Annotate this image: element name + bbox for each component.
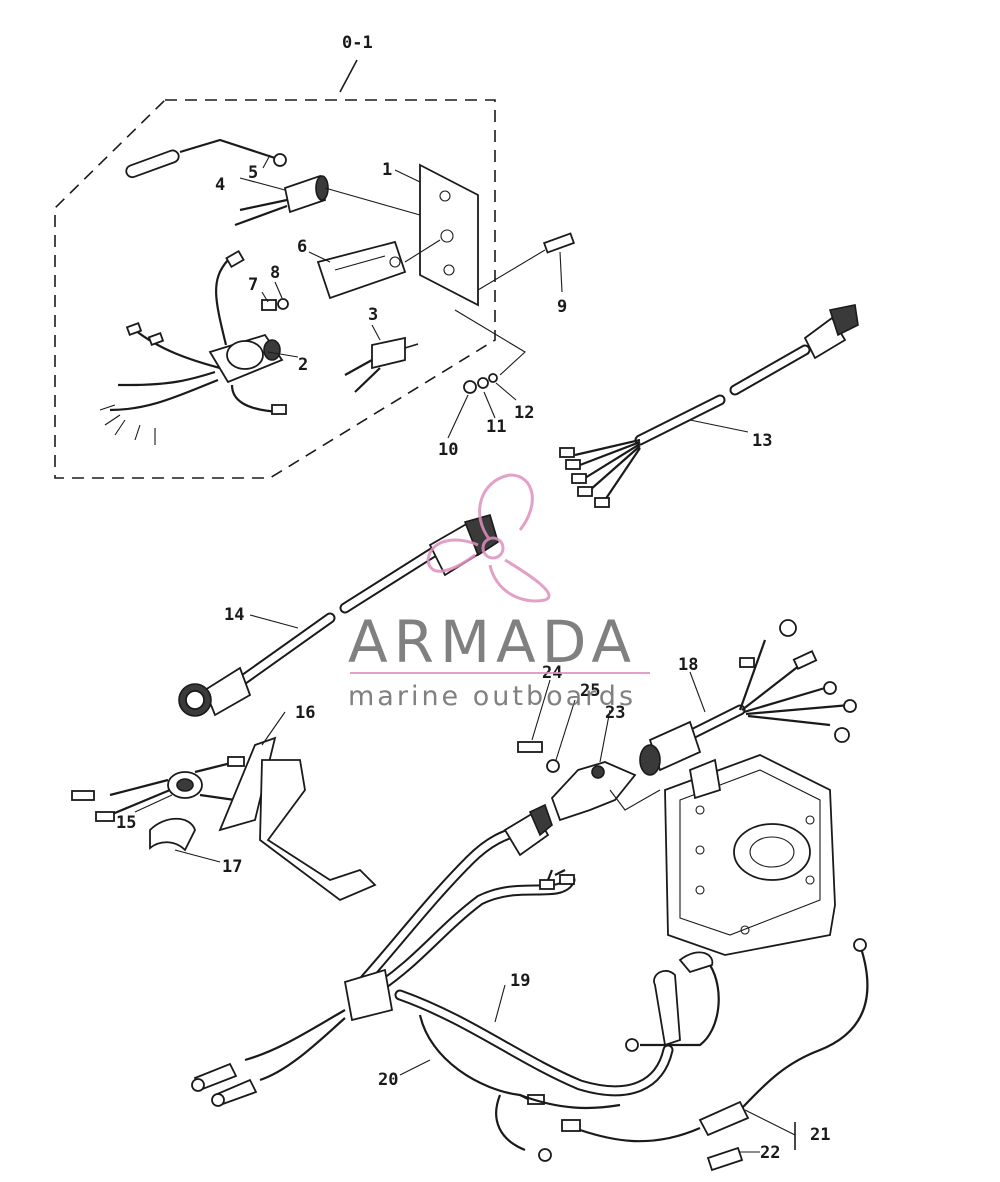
callout-8: 8 <box>270 263 280 283</box>
callout-21: 21 <box>810 1125 830 1145</box>
callout-11: 11 <box>486 417 506 437</box>
part-16-bracket <box>218 711 377 902</box>
callout-18: 18 <box>678 655 698 675</box>
part-7-screw <box>261 299 277 311</box>
part-20-ground-leads <box>191 1009 621 1162</box>
fastener-leader <box>454 309 526 376</box>
callout-13: 13 <box>752 431 772 451</box>
callout-17: 17 <box>222 857 242 877</box>
part-17-clip <box>149 817 221 863</box>
callout-6: 6 <box>297 237 307 257</box>
part-9-bolt <box>477 232 576 291</box>
callout-9: 9 <box>557 297 567 317</box>
watermark-tagline: marine outboards <box>348 681 636 712</box>
part-23-lever <box>550 709 637 822</box>
callout-19: 19 <box>510 971 530 991</box>
part-22-fuse <box>706 1146 744 1172</box>
part-5-lead-wire <box>125 138 287 179</box>
callout-20: 20 <box>378 1070 398 1090</box>
part-3-toggle-switch <box>344 336 419 393</box>
part-21-fuse-lead <box>561 938 869 1143</box>
part-11-washer <box>477 377 489 389</box>
callout-23: 23 <box>605 703 625 723</box>
callout-10: 10 <box>438 440 458 460</box>
engine-cover <box>664 754 836 956</box>
callout-1: 1 <box>382 160 392 180</box>
part-1-mounting-plate <box>394 163 479 307</box>
part-4-indicator <box>234 174 421 227</box>
callout-14: 14 <box>224 605 244 625</box>
callout-12: 12 <box>514 403 534 423</box>
callout-16: 16 <box>295 703 315 723</box>
part-25-washer <box>546 699 576 773</box>
watermark: ARMADA marine outboards <box>348 473 650 712</box>
part-10-nut <box>463 380 477 394</box>
callout-25: 25 <box>580 681 600 701</box>
part-2-main-switch <box>99 249 287 445</box>
part-15-stop-switch <box>71 756 245 822</box>
group-label: 0-1 <box>342 33 373 53</box>
part-14-main-cable <box>178 514 499 717</box>
callout-7: 7 <box>248 275 258 295</box>
lever-leader <box>609 789 661 811</box>
callout-3: 3 <box>368 305 378 325</box>
callout-leaders <box>134 154 760 1153</box>
part-19-cable <box>343 803 720 1097</box>
callout-4: 4 <box>215 175 225 195</box>
part-18-harness <box>639 619 857 776</box>
propeller-logo-icon <box>426 473 551 603</box>
callout-2: 2 <box>298 355 308 375</box>
part-8-washer <box>277 298 289 310</box>
callout-22: 22 <box>760 1143 780 1163</box>
callout-15: 15 <box>116 813 136 833</box>
callout-5: 5 <box>248 163 258 183</box>
watermark-brand: ARMADA <box>348 608 637 676</box>
part-13-extension-harness <box>559 304 859 508</box>
assembly-boundary <box>54 59 496 479</box>
part-12-washer <box>488 373 498 383</box>
part-6-bracket <box>316 239 441 300</box>
part-24-bolt <box>517 679 551 753</box>
callout-labels: 0-1 1 2 3 4 5 6 7 8 9 10 11 12 13 14 15 … <box>116 33 830 1163</box>
